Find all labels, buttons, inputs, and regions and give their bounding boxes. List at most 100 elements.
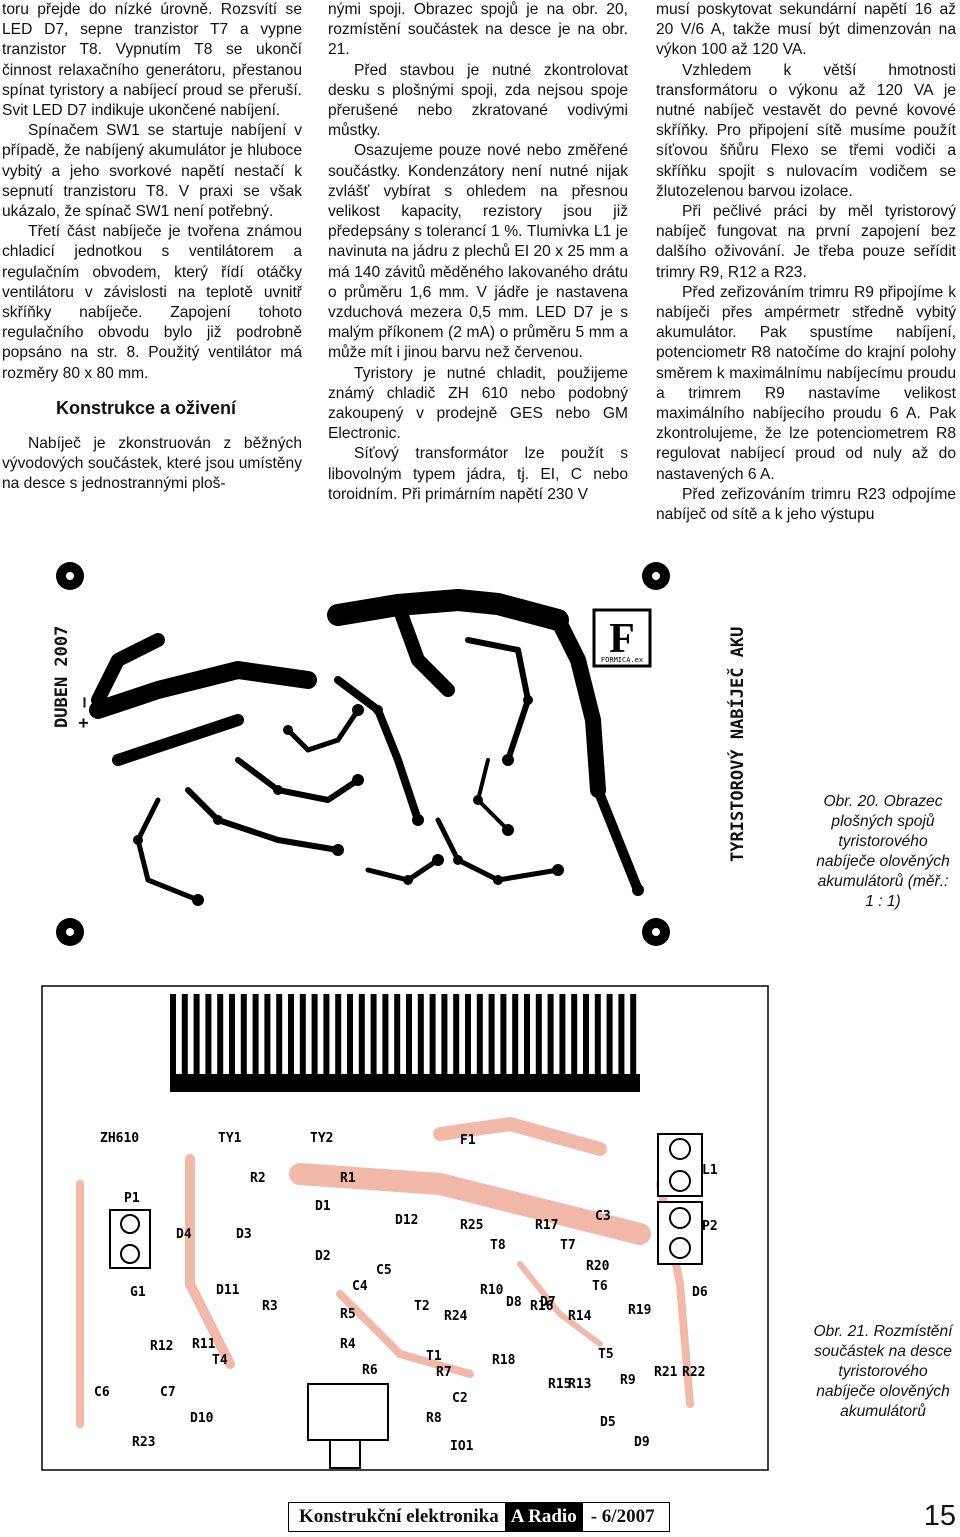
component-label: R23	[132, 1435, 155, 1450]
component-label: IO1	[450, 1439, 474, 1454]
component-label: T5	[598, 1347, 614, 1362]
component-label: D1	[315, 1199, 331, 1214]
component-label: ZH610	[100, 1131, 139, 1146]
paragraph: Tyristory je nutné chladit, použijeme zn…	[328, 364, 628, 443]
component-label: R1	[340, 1171, 356, 1186]
component-label: D2	[315, 1249, 331, 1264]
component-label: T8	[490, 1238, 506, 1253]
component-label: TY2	[310, 1131, 333, 1146]
solder-pads	[133, 609, 644, 906]
component-label: R16	[530, 1299, 554, 1314]
pcb-date-label: DUBEN 2007	[52, 625, 72, 728]
component-label: C4	[352, 1279, 368, 1294]
paragraph: Třetí část nabíječe je tvořena známou ch…	[2, 223, 302, 382]
component-label: C3	[595, 1209, 611, 1224]
component-label: R4	[340, 1337, 356, 1352]
component-label: D4	[176, 1227, 192, 1242]
paragraph: Při pečlivé práci by měl tyristorový nab…	[656, 203, 956, 281]
potentiometer-r8	[307, 1383, 389, 1469]
component-label: D10	[190, 1411, 214, 1426]
pcb-title-label: TYRISTOROVÝ NABÍJEČ AKU	[728, 626, 748, 862]
component-label: R10	[480, 1283, 504, 1298]
copper-traces	[89, 589, 643, 903]
formica-logo: F FORMICA.ex	[592, 608, 652, 668]
heatsink	[170, 994, 640, 1092]
footer-brand: A Radio	[504, 1503, 583, 1531]
component-label: R2	[250, 1171, 266, 1186]
component-label: D9	[634, 1435, 650, 1450]
component-label: R9	[620, 1373, 636, 1388]
paragraph: Před zeřizováním trimru R23 odpojíme nab…	[656, 485, 956, 524]
footer-magazine-bar: Konstrukční elektronika A Radio - 6/2007	[288, 1502, 670, 1532]
layout-traces	[76, 1117, 694, 1428]
mounting-holes	[56, 562, 670, 946]
text-column-3: musí poskytovat sekundární napětí 16 až …	[656, 0, 956, 525]
component-label: C7	[160, 1385, 176, 1400]
component-label: R25	[460, 1218, 483, 1233]
component-label: R6	[362, 1363, 378, 1378]
paragraph: Před zeřizováním trimru R9 připojíme k n…	[656, 283, 956, 483]
component-label: R17	[535, 1218, 558, 1233]
paragraph: Spínačem SW1 se startuje nabíjení v příp…	[2, 122, 302, 221]
component-label: R15	[548, 1377, 571, 1392]
component-label: R5	[340, 1307, 356, 1322]
component-label: R13	[568, 1377, 591, 1392]
figure-caption-21: Obr. 21. Rozmístění součástek na desce t…	[813, 1323, 953, 1420]
component-label: R22	[682, 1365, 705, 1380]
component-label: T6	[592, 1279, 608, 1294]
component-label: R7	[436, 1365, 452, 1380]
component-label: R12	[150, 1339, 173, 1354]
pcb-pattern-figure: F FORMICA.ex	[38, 560, 798, 968]
component-label: TY1	[218, 1131, 242, 1146]
terminal-blocks	[109, 1133, 703, 1269]
component-label: D7	[540, 1295, 556, 1310]
component-label: C2	[452, 1391, 468, 1406]
paragraph: Osazujeme pouze nové nebo změřené součás…	[328, 142, 628, 362]
figure-caption-20: Obr. 20. Obrazec plošných spojů tyristor…	[816, 793, 950, 910]
component-label: R20	[586, 1259, 610, 1274]
component-label: R18	[492, 1353, 516, 1368]
component-label: R21	[654, 1365, 678, 1380]
footer-magazine: Konstrukční elektronika	[299, 1506, 499, 1527]
pcb-polarity-label: + –	[74, 697, 94, 728]
paragraph: Vzhledem k větší hmotnosti transformátor…	[656, 61, 956, 200]
paragraph: musí poskytovat sekundární napětí 16 až …	[656, 1, 956, 59]
component-label: D11	[216, 1283, 240, 1298]
component-label: G1	[130, 1285, 146, 1300]
component-label: C6	[94, 1385, 110, 1400]
page-number: 15	[923, 1500, 956, 1532]
component-label: C5	[376, 1263, 392, 1278]
component-label: P2	[702, 1219, 718, 1234]
logo-letter: F	[609, 616, 635, 662]
text-column-1: toru přejde do nízké úrovně. Rozsvítí se…	[2, 0, 302, 495]
component-label: R11	[192, 1337, 216, 1352]
component-label: D6	[692, 1285, 708, 1300]
component-label: T2	[414, 1299, 430, 1314]
component-label: R14	[568, 1309, 592, 1324]
text-column-2: nými spoji. Obrazec spojů je na obr. 20,…	[328, 0, 628, 505]
paragraph: nými spoji. Obrazec spojů je na obr. 20,…	[328, 1, 628, 59]
component-label: R24	[444, 1309, 468, 1324]
paragraph: Nabíječ je zkonstruován z běžných vývodo…	[2, 435, 302, 493]
component-label: T1	[426, 1349, 442, 1364]
section-heading: Konstrukce a oživení	[56, 397, 237, 418]
paragraph: Síťový transformátor lze použít s libovo…	[328, 445, 628, 503]
footer-issue: - 6/2007	[590, 1506, 655, 1527]
logo-text: FORMICA.ex	[601, 656, 643, 664]
component-label: R19	[628, 1303, 651, 1318]
component-label: D5	[600, 1415, 616, 1430]
paragraph: toru přejde do nízké úrovně. Rozsvítí se…	[2, 1, 302, 120]
component-label: T4	[212, 1353, 228, 1368]
component-label: P1	[124, 1191, 140, 1206]
component-label: D12	[395, 1213, 418, 1228]
component-label: R3	[262, 1299, 278, 1314]
paragraph: Před stavbou je nutné zkontrolovat desku…	[328, 61, 628, 140]
component-label: D8	[506, 1295, 522, 1310]
component-label: F1	[460, 1133, 476, 1148]
component-label: R8	[426, 1411, 442, 1426]
component-label: L1	[702, 1163, 718, 1178]
component-label: D3	[236, 1227, 252, 1242]
component-label: T7	[560, 1238, 576, 1253]
